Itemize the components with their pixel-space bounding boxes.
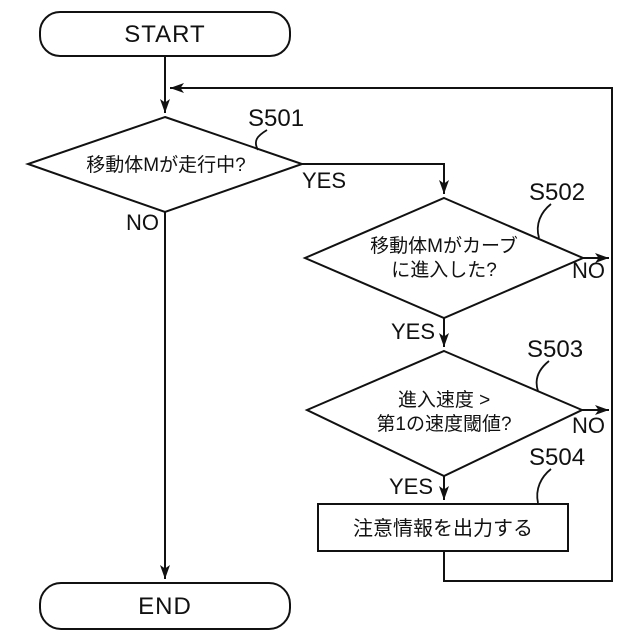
end-terminator [39,582,291,630]
edge-s501-yes-to-s502 [302,163,449,194]
s501-yes-label: YES [302,168,346,193]
s503-step-id: S503 [527,336,583,363]
s502-leader-line [536,203,552,239]
s504-leader-line [536,468,552,504]
s503-leader-line [535,360,550,392]
s503-yes-label: YES [389,474,433,499]
s501-step-id: S501 [248,105,304,132]
edge-loop-return [170,83,613,582]
s503-no-label: NO [572,413,605,438]
decision-s502 [302,196,586,320]
s502-question-line1: 移動体Mがカーブ [370,234,518,257]
s501-no-label: NO [126,210,159,235]
start-terminator [39,11,291,57]
decision-s503 [304,349,585,478]
s501-leader-line [254,129,268,151]
s502-question-line2: に進入した? [391,259,497,281]
s501-question: 移動体Mが走行中? [86,154,245,176]
s504-action: 注意情報を出力する [353,517,533,540]
end-label: END [138,593,192,620]
s503-question-line2: 第1の速度閾値? [376,413,511,435]
s502-yes-label: YES [391,319,435,344]
s504-step-id: S504 [529,444,585,471]
start-label: START [124,21,205,48]
s503-question-line1: 進入速度 > [398,389,490,411]
s502-no-label: NO [572,258,605,283]
s502-step-id: S502 [529,179,585,206]
process-s504 [317,503,569,552]
